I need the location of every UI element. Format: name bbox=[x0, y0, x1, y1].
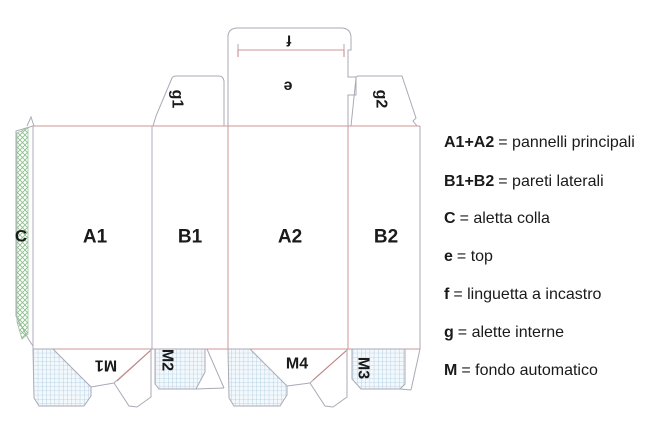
legend-desc: = top bbox=[456, 248, 493, 265]
legend-desc: = pareti laterali bbox=[498, 173, 604, 190]
flap-m4-glue-hatch bbox=[227, 348, 288, 407]
top-e-and-tuck-f-outline bbox=[227, 27, 357, 126]
label-flap-g2: g2 bbox=[373, 90, 390, 109]
flap-m2-wedge-diagonal bbox=[206, 348, 225, 389]
legend-key: A1+A2 bbox=[444, 134, 495, 151]
label-panel-b2: B2 bbox=[374, 227, 398, 248]
inner-flap-g1-outline bbox=[152, 75, 225, 127]
flap-m1-glue-hatch bbox=[32, 348, 92, 407]
label-panel-c: C bbox=[15, 227, 27, 246]
legend: A1+A2= pannelli principali B1+B2= pareti… bbox=[444, 0, 650, 445]
label-flap-g1: g1 bbox=[169, 90, 186, 109]
flap-m1-tuck-tab bbox=[113, 349, 152, 408]
flap-m2-wedge-bottom bbox=[195, 387, 225, 390]
flap-m4-tuck-tab bbox=[309, 349, 348, 408]
label-panel-a1: A1 bbox=[83, 227, 108, 248]
legend-desc: = linguetta a incastro bbox=[453, 286, 602, 303]
legend-desc: = aletta colla bbox=[459, 210, 550, 227]
label-flap-e: e bbox=[283, 78, 292, 95]
label-flap-f: f bbox=[286, 32, 292, 49]
legend-row-g: g= alette interne bbox=[444, 324, 564, 342]
flap-m4-fold-diagonal bbox=[312, 350, 347, 381]
label-flap-m3: M3 bbox=[355, 357, 372, 379]
glue-flap-c-green-crosshatch bbox=[16, 127, 29, 340]
label-panel-b1: B1 bbox=[178, 227, 203, 248]
legend-row-m: M= fondo automatico bbox=[444, 362, 598, 380]
legend-row-c: C= aletta colla bbox=[444, 210, 550, 228]
flap-m4-bottom-cut bbox=[286, 382, 311, 387]
glue-flap-c-outline bbox=[15, 125, 34, 347]
legend-desc: = fondo automatico bbox=[461, 362, 598, 379]
legend-row-e: e= top bbox=[444, 248, 493, 266]
flap-m3-wedge-diagonal bbox=[410, 348, 421, 391]
legend-key: g bbox=[444, 324, 454, 341]
legend-row-b: B1+B2= pareti laterali bbox=[444, 173, 604, 191]
flap-m3-wedge-bottom bbox=[399, 388, 412, 391]
legend-key: e bbox=[444, 248, 453, 265]
label-panel-a2: A2 bbox=[278, 227, 302, 248]
legend-key: B1+B2 bbox=[444, 173, 495, 190]
legend-key: f bbox=[444, 286, 450, 303]
flap-m1-bottom-cut bbox=[90, 382, 115, 388]
legend-desc: = pannelli principali bbox=[498, 134, 635, 151]
label-flap-m2: M2 bbox=[159, 349, 176, 371]
legend-row-a: A1+A2= pannelli principali bbox=[444, 134, 635, 152]
legend-key: C bbox=[444, 210, 456, 227]
legend-row-f: f= linguetta a incastro bbox=[444, 286, 601, 304]
legend-desc: = alette interne bbox=[457, 324, 565, 341]
flap-m1-fold-diagonal bbox=[116, 350, 151, 382]
label-flap-m1: M1 bbox=[95, 357, 117, 374]
label-flap-m4: M4 bbox=[286, 356, 308, 373]
legend-key: M bbox=[444, 362, 458, 379]
flap-c-top-notch bbox=[26, 115, 35, 127]
